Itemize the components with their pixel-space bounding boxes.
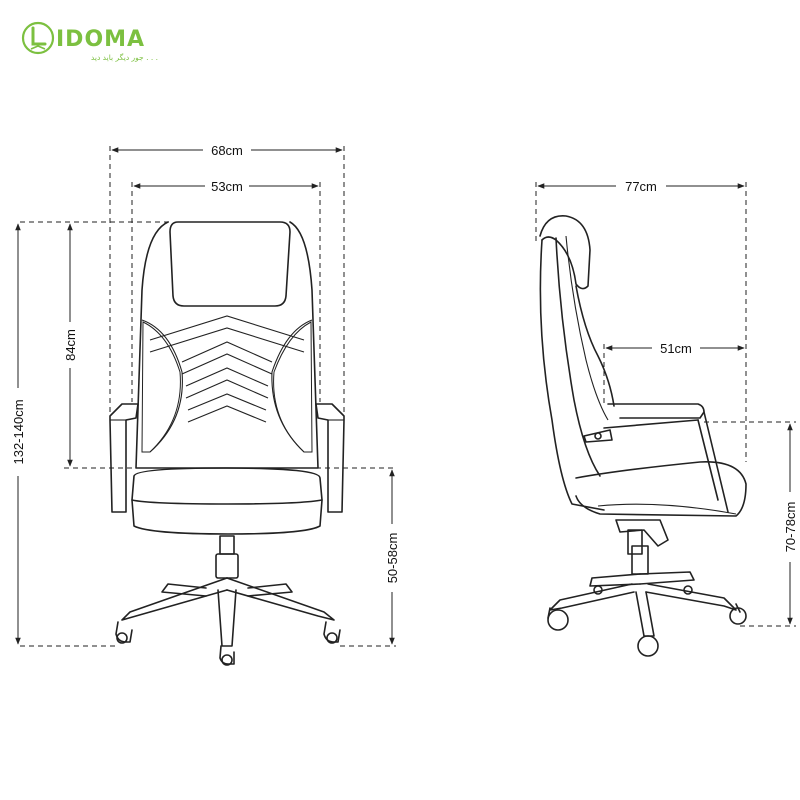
front-backrest	[135, 221, 319, 469]
front-headrest	[169, 221, 291, 307]
dim-armrest-height: 70-78cm	[783, 502, 798, 553]
side-star-base	[549, 571, 737, 637]
front-star-base	[121, 577, 335, 647]
front-extension-lines	[20, 146, 396, 647]
dim-seat-height: 50-58cm	[385, 533, 400, 584]
dim-seat-width: 53cm	[211, 179, 243, 194]
side-headrest	[539, 215, 591, 290]
front-backrest-inner	[141, 319, 313, 453]
front-seat-base	[131, 499, 323, 535]
dim-seat-depth: 51cm	[660, 341, 692, 356]
side-view-chair	[539, 215, 747, 657]
dim-total-depth: 77cm	[625, 179, 657, 194]
side-seat	[575, 461, 747, 517]
side-mechanism	[615, 519, 669, 547]
dim-total-height: 132-140cm	[11, 399, 26, 464]
side-dimensions: 77cm 51cm 70-78cm	[537, 179, 798, 625]
front-gas-lift	[219, 535, 235, 555]
front-casters	[115, 621, 341, 666]
brand-logo: IDOMA جور دیگر باید دید . . .	[21, 21, 158, 62]
front-view-chair	[109, 221, 345, 666]
front-chevron-stitching	[149, 315, 305, 423]
front-seat-cushion	[131, 467, 323, 505]
dim-back-height: 84cm	[63, 329, 78, 361]
side-backrest	[539, 239, 605, 511]
dim-total-width: 68cm	[211, 143, 243, 158]
chair-logo-icon	[21, 21, 55, 55]
side-gas-lift	[631, 545, 649, 575]
side-casters	[547, 585, 747, 657]
brand-name: IDOMA	[56, 27, 145, 52]
side-armrest	[583, 403, 729, 513]
front-dimensions: 68cm 53cm 84cm 132-140cm 50-58cm	[11, 143, 400, 645]
side-extension-lines	[535, 182, 796, 627]
brand-tagline: جور دیگر باید دید . . .	[91, 53, 158, 62]
